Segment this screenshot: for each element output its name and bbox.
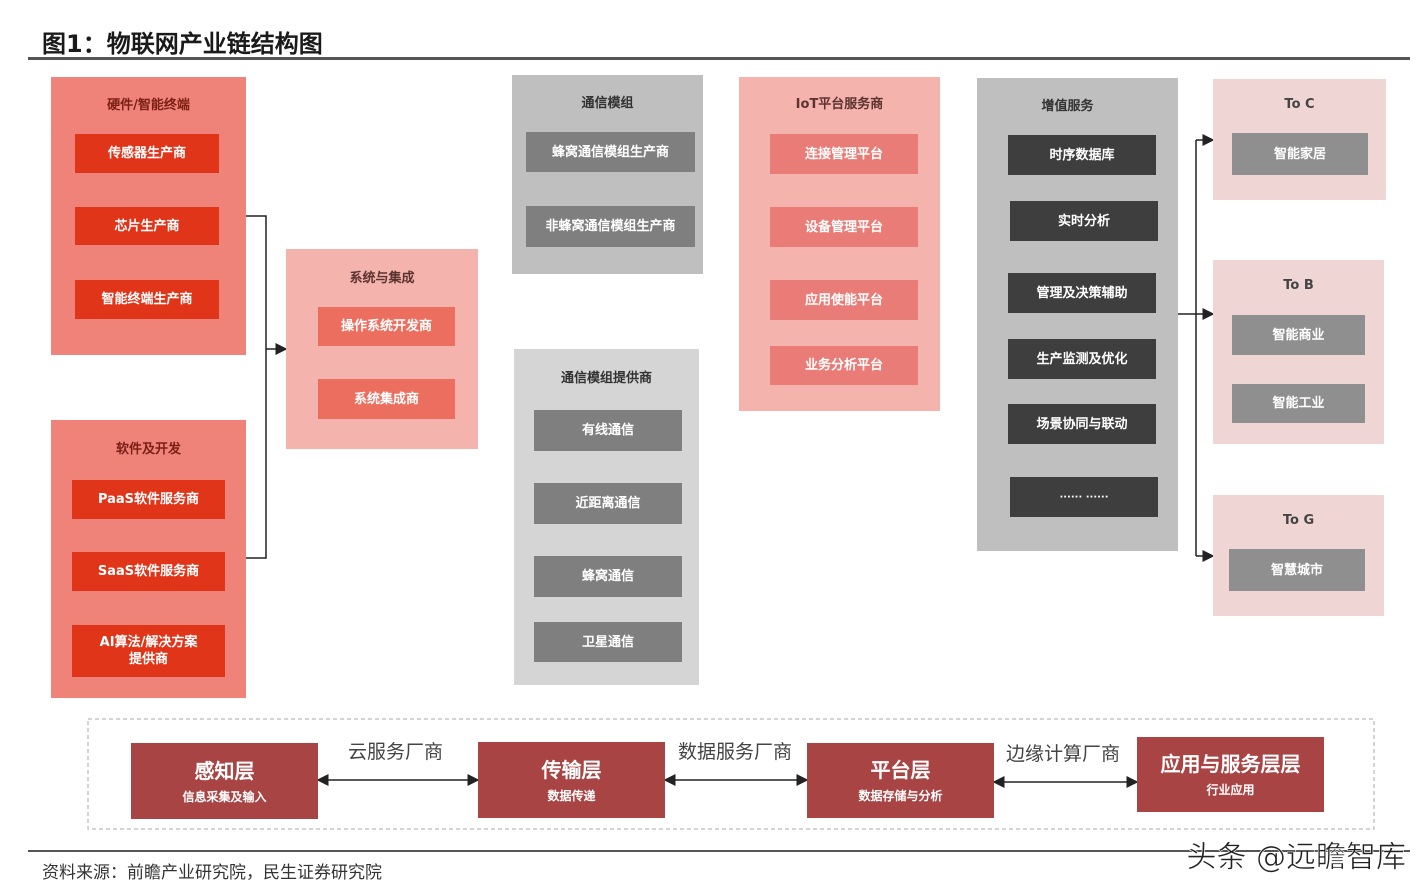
iot-platform-item-enablement: 应用使能平台 — [770, 280, 918, 320]
value-added-panel: 增值服务 时序数据库 实时分析 管理及决策辅助 生产监测及优化 场景协同与联动 … — [977, 78, 1178, 551]
page-title: 图1：物联网产业链结构图 — [42, 30, 323, 58]
value-added-item-production: 生产监测及优化 — [1008, 339, 1156, 379]
value-added-item-scenario: 场景协同与联动 — [1008, 404, 1156, 444]
value-added-item-realtime: 实时分析 — [1010, 201, 1158, 241]
software-item-ai: AI算法/解决方案 提供商 — [72, 625, 225, 677]
hardware-item-chip: 芯片生产商 — [75, 207, 219, 245]
software-title: 软件及开发 — [115, 442, 181, 457]
hardware-panel: 硬件/智能终端 传感器生产商 芯片生产商 智能终端生产商 — [51, 77, 246, 355]
iot-platform-item-connection: 连接管理平台 — [770, 134, 918, 174]
iot-platform-item-device: 设备管理平台 — [770, 207, 918, 247]
iot-platform-item-analytics: 业务分析平台 — [770, 346, 918, 385]
value-added-item-more: ······ ······ — [1010, 477, 1158, 517]
vendor-cloud: 云服务厂商 — [348, 741, 444, 763]
software-panel: 软件及开发 PaaS软件服务商 SaaS软件服务商 AI算法/解决方案 提供商 — [51, 420, 246, 698]
integration-item-os: 操作系统开发商 — [318, 307, 455, 346]
layer-platform: 平台层 数据存储与分析 — [807, 743, 994, 818]
layer-application-sub: 行业应用 — [1206, 783, 1255, 797]
comm-module-title: 通信模组 — [581, 96, 634, 111]
comm-provider-item-cellular: 蜂窝通信 — [534, 556, 682, 597]
integration-item-si: 系统集成商 — [318, 379, 455, 419]
integration-panel: 系统与集成 操作系统开发商 系统集成商 — [286, 249, 478, 449]
hardware-item-terminal: 智能终端生产商 — [75, 280, 219, 319]
footer-divider — [28, 850, 1410, 852]
vendor-edge: 边缘计算厂商 — [1006, 743, 1121, 765]
value-added-item-tsdb: 时序数据库 — [1008, 135, 1156, 175]
to-b-panel: To B 智能商业 智能工业 — [1213, 260, 1384, 444]
hardware-item-sensor: 传感器生产商 — [75, 134, 219, 173]
to-g-panel: To G 智慧城市 — [1213, 495, 1384, 616]
comm-module-panel: 通信模组 蜂窝通信模组生产商 非蜂窝通信模组生产商 — [512, 75, 703, 274]
to-c-panel: To C 智能家居 — [1213, 79, 1386, 200]
layer-perception-sub: 信息采集及输入 — [182, 789, 267, 804]
software-item-saas: SaaS软件服务商 — [72, 552, 225, 591]
to-g-item-smartcity: 智慧城市 — [1229, 549, 1365, 591]
layer-transport-name: 传输层 — [541, 757, 602, 782]
to-b-title: To B — [1283, 278, 1314, 293]
comm-module-item-noncellular: 非蜂窝通信模组生产商 — [526, 206, 695, 247]
layer-platform-sub: 数据存储与分析 — [858, 789, 943, 803]
comm-provider-item-shortrange: 近距离通信 — [534, 483, 682, 524]
layer-transport: 传输层 数据传递 — [478, 742, 665, 818]
comm-provider-panel: 通信模组提供商 有线通信 近距离通信 蜂窝通信 卫星通信 — [514, 349, 699, 685]
layer-transport-sub: 数据传递 — [547, 788, 596, 803]
value-added-title: 增值服务 — [1041, 99, 1094, 114]
software-item-paas: PaaS软件服务商 — [72, 480, 225, 519]
bracket-line — [246, 215, 267, 559]
layer-application-name: 应用与服务层层 — [1160, 752, 1301, 776]
value-added-item-decision: 管理及决策辅助 — [1008, 273, 1156, 313]
source-note: 资料来源：前瞻产业研究院，民生证券研究院 — [42, 863, 382, 883]
iot-platform-panel: IoT平台服务商 连接管理平台 设备管理平台 应用使能平台 业务分析平台 — [739, 77, 940, 411]
comm-provider-item-wired: 有线通信 — [534, 410, 682, 451]
layer-perception: 感知层 信息采集及输入 — [131, 743, 318, 819]
comm-provider-title: 通信模组提供商 — [560, 371, 652, 386]
to-g-title: To G — [1282, 513, 1315, 528]
layer-application: 应用与服务层层 行业应用 — [1137, 737, 1324, 812]
comm-provider-item-satellite: 卫星通信 — [534, 622, 682, 662]
iot-platform-title: IoT平台服务商 — [795, 97, 884, 112]
integration-title: 系统与集成 — [349, 271, 415, 286]
comm-module-item-cellular: 蜂窝通信模组生产商 — [526, 132, 695, 172]
layer-perception-name: 感知层 — [194, 758, 255, 783]
layers-dashed-frame — [87, 718, 1375, 830]
hardware-title: 硬件/智能终端 — [107, 98, 190, 113]
to-c-item-smarthome: 智能家居 — [1232, 133, 1368, 175]
watermark: 头条 @远瞻智库 — [1186, 840, 1406, 876]
title-divider — [28, 57, 1410, 60]
to-c-title: To C — [1284, 97, 1315, 112]
layer-platform-name: 平台层 — [870, 758, 931, 782]
to-b-item-commerce: 智能商业 — [1232, 315, 1365, 355]
to-b-item-industry: 智能工业 — [1232, 384, 1365, 423]
vendor-data: 数据服务厂商 — [678, 741, 793, 763]
